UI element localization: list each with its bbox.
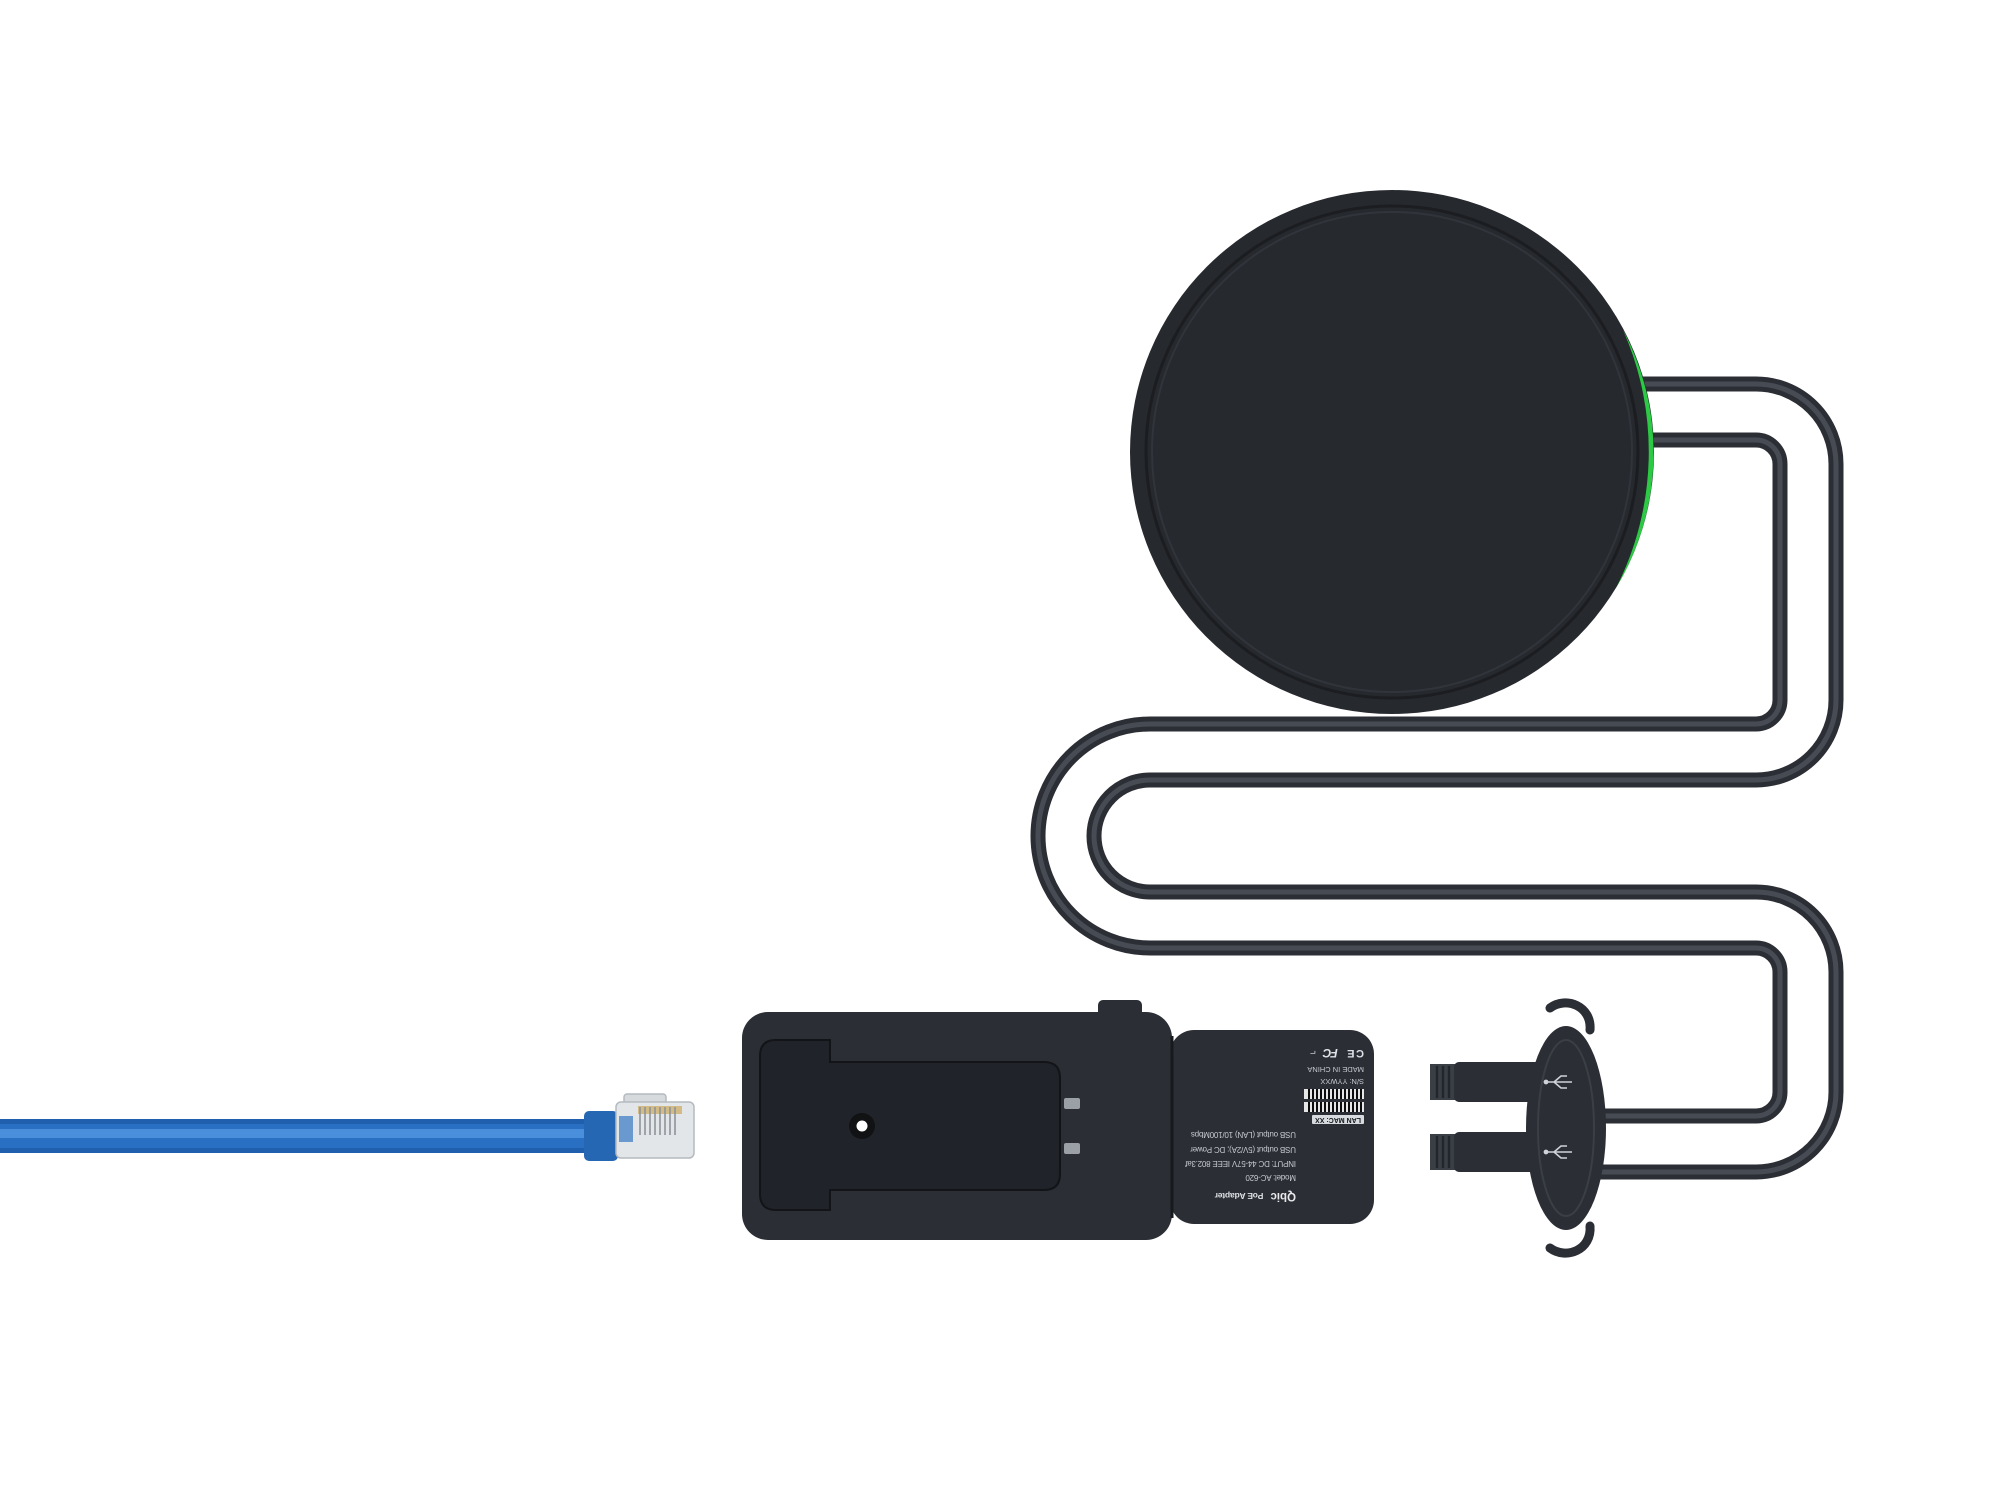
lan-mac-box: LAN MAC: XX xyxy=(1312,1115,1364,1124)
rj45-cable-window xyxy=(619,1116,633,1142)
usb-icon xyxy=(1543,1145,1572,1159)
adapter-contact-clip-top xyxy=(1064,1098,1080,1109)
product-name: PoE Adapter xyxy=(1214,1191,1264,1201)
fcc-mark-icon: FC xyxy=(1323,1046,1338,1060)
input-spec-text: INPUT: DC 44-57V IEEE 802.3af xyxy=(1185,1158,1296,1168)
grommet-hook-bottom xyxy=(1545,1221,1595,1258)
adapter-hole xyxy=(856,1120,868,1132)
grommet-hook-top xyxy=(1545,998,1595,1035)
device-body xyxy=(1130,190,1654,714)
label-right-column: LAN MAC: XX S/N: YYWXX MADE IN CHINA CE … xyxy=(1302,1046,1364,1206)
grommet-plate-inner-ring xyxy=(1537,1039,1595,1217)
adapter-port-recess xyxy=(759,1039,1061,1211)
device-cable-a xyxy=(1086,376,1844,1180)
grommet-hooks xyxy=(1545,998,1595,1258)
usb-icon xyxy=(1543,1075,1572,1089)
ethernet-cable-assembly xyxy=(0,1093,695,1161)
ce-mark: CE xyxy=(1345,1047,1364,1059)
adapter-label: LAN MAC: XX S/N: YYWXX MADE IN CHINA CE … xyxy=(1180,1046,1364,1206)
serial-number: S/N: YYWXX xyxy=(1320,1077,1364,1086)
rj45-boot xyxy=(584,1111,618,1161)
usb-body-top xyxy=(1454,1062,1542,1102)
model-text: Model: AC-620 xyxy=(1245,1173,1296,1183)
usb-body-bottom xyxy=(1454,1132,1542,1172)
device-seam-ring xyxy=(1144,204,1640,700)
usb-lan-spec-text: USB output (LAN) 10/100Mbps xyxy=(1191,1130,1296,1140)
device-cable-b xyxy=(1030,432,1788,1124)
device-green-accent xyxy=(1616,330,1654,588)
label-left-column: Qbic PoE Adapter Model: AC-620 INPUT: DC… xyxy=(1180,1046,1296,1206)
corner-mark-icon: ⌐ xyxy=(1309,1047,1316,1059)
certification-marks: CE FC ⌐ xyxy=(1310,1046,1364,1060)
barcode xyxy=(1304,1089,1364,1099)
device-inner-ring xyxy=(1151,211,1633,693)
rj45-pins xyxy=(639,1107,676,1135)
adapter-body-label-section xyxy=(1170,1030,1374,1224)
adapter-contact-clip-bottom xyxy=(1064,1143,1080,1154)
barcode xyxy=(1304,1102,1364,1112)
adapter-label-content: LAN MAC: XX S/N: YYWXX MADE IN CHINA CE … xyxy=(1180,1046,1364,1206)
round-device xyxy=(1130,190,1654,714)
brand-logo: Qbic xyxy=(1270,1190,1296,1202)
poe-adapter xyxy=(742,1000,1374,1240)
usb-power-spec-text: USB output (5V/2A); DC Power xyxy=(1190,1144,1296,1154)
ethernet-cable-highlight xyxy=(0,1129,592,1138)
grommet-plate xyxy=(1526,1026,1606,1230)
usb-shell-hatch-bottom xyxy=(1435,1136,1451,1168)
usb-shell-hatch-top xyxy=(1435,1066,1451,1098)
brand-row: Qbic PoE Adapter xyxy=(1180,1185,1296,1206)
made-in-text: MADE IN CHINA xyxy=(1307,1065,1364,1074)
